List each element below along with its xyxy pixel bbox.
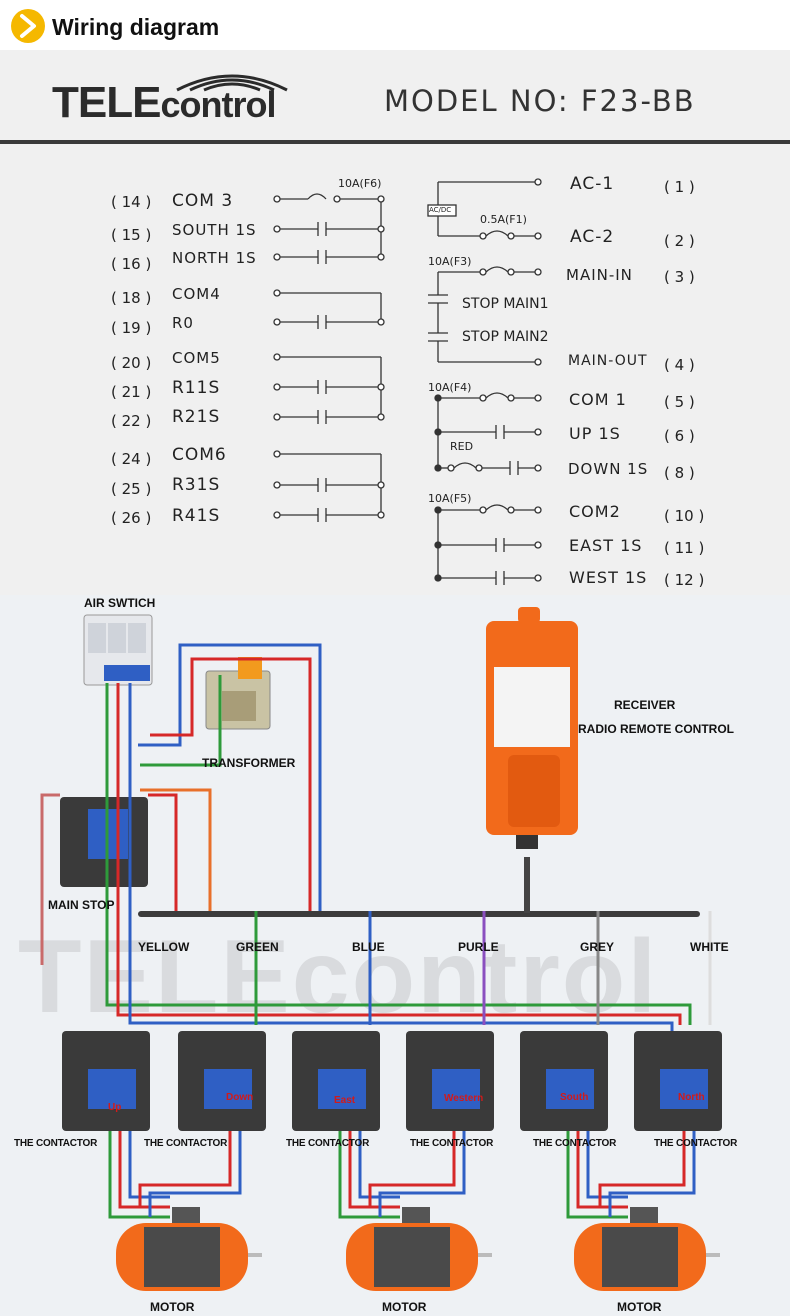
brand-arc-icon bbox=[176, 74, 288, 92]
brand-part1: TELE bbox=[52, 78, 161, 127]
terminal-num: ( 25 ) bbox=[111, 480, 152, 498]
brand-part2: control bbox=[160, 84, 276, 125]
terminal-label: R21S bbox=[172, 407, 221, 427]
arrow-bullet-icon bbox=[11, 9, 45, 43]
terminal-num: ( 15 ) bbox=[111, 226, 152, 244]
air-switch-label: AIR SWTICH bbox=[84, 596, 156, 610]
terminal-num: ( 10 ) bbox=[664, 507, 705, 525]
terminal-num: ( 5 ) bbox=[664, 393, 695, 411]
page-title: Wiring diagram bbox=[52, 14, 220, 40]
terminal-label: COM 1 bbox=[569, 390, 627, 409]
contactor-tag: South bbox=[560, 1092, 589, 1103]
wire-label-yellow: YELLOW bbox=[138, 940, 190, 954]
terminal-num: ( 24 ) bbox=[111, 450, 152, 468]
motor-label: MOTOR bbox=[382, 1300, 427, 1314]
terminal-label: COM5 bbox=[172, 349, 221, 367]
red-label: RED bbox=[450, 440, 474, 453]
main-stop-label: MAIN STOP bbox=[48, 898, 115, 912]
terminal-label: R0 bbox=[172, 314, 194, 332]
illustration-graphics bbox=[40, 607, 722, 1291]
receiver-icon bbox=[486, 607, 578, 849]
divider bbox=[0, 140, 790, 144]
terminal-num: ( 4 ) bbox=[664, 356, 695, 374]
terminal-num: ( 19 ) bbox=[111, 319, 152, 337]
terminal-label: AC-1 bbox=[570, 174, 615, 194]
contactor-icons bbox=[62, 1031, 722, 1131]
fuse-f3-label: 10A(F3) bbox=[428, 255, 472, 268]
motor-icons bbox=[116, 1207, 720, 1291]
model-value: F23-BB bbox=[580, 84, 696, 118]
air-switch-icon bbox=[83, 614, 153, 686]
terminal-label: R41S bbox=[172, 506, 221, 526]
terminal-num: ( 8 ) bbox=[664, 464, 695, 482]
terminal-label: SOUTH 1S bbox=[172, 221, 257, 239]
receiver-label: RECEIVER bbox=[614, 698, 676, 712]
terminal-label: COM 3 bbox=[172, 191, 234, 211]
terminal-label: DOWN 1S bbox=[568, 460, 649, 478]
fuse-f4-label: 10A(F4) bbox=[428, 381, 472, 394]
fuse-f1-label: 0.5A(F1) bbox=[480, 213, 527, 226]
contactor-tag: East bbox=[334, 1095, 356, 1106]
terminal-label: AC-2 bbox=[570, 227, 615, 247]
terminal-num: ( 26 ) bbox=[111, 509, 152, 527]
terminal-num: ( 16 ) bbox=[111, 255, 152, 273]
transformer-label: TRANSFORMER bbox=[202, 756, 296, 770]
terminal-num: ( 1 ) bbox=[664, 178, 695, 196]
terminal-num: ( 22 ) bbox=[111, 412, 152, 430]
contactor-label: THE CONTACTOR bbox=[654, 1138, 738, 1149]
terminal-num: ( 20 ) bbox=[111, 354, 152, 372]
acdc-label: AC/DC bbox=[429, 206, 452, 214]
contactor-label: THE CONTACTOR bbox=[410, 1138, 494, 1149]
terminal-num: ( 3 ) bbox=[664, 268, 695, 286]
terminal-num: ( 21 ) bbox=[111, 383, 152, 401]
terminal-num: ( 12 ) bbox=[664, 571, 705, 589]
terminal-label: R11S bbox=[172, 378, 221, 398]
terminal-label: MAIN-IN bbox=[566, 266, 633, 284]
model-number: MODEL NO: F23-BB bbox=[384, 84, 696, 118]
terminal-label: MAIN-OUT bbox=[568, 353, 648, 369]
radio-remote-label: RADIO REMOTE CONTROL bbox=[578, 722, 734, 736]
stop-main2-label: STOP MAIN2 bbox=[462, 329, 549, 345]
contactor-tag: Up bbox=[108, 1102, 122, 1113]
terminal-label: COM4 bbox=[172, 285, 221, 303]
terminal-num: ( 14 ) bbox=[111, 193, 152, 211]
terminal-label: WEST 1S bbox=[569, 568, 648, 587]
contactor-label: THE CONTACTOR bbox=[533, 1138, 617, 1149]
brand-logo: TELEcontrol bbox=[52, 78, 276, 128]
stop-main1-label: STOP MAIN1 bbox=[462, 296, 549, 312]
wire-label-blue: BLUE bbox=[352, 940, 385, 954]
contactor-tag: Down bbox=[226, 1092, 254, 1103]
terminal-label: NORTH 1S bbox=[172, 249, 257, 267]
contactor-tag: Western bbox=[444, 1093, 484, 1104]
terminal-label: EAST 1S bbox=[569, 536, 643, 555]
contactor-tag: North bbox=[678, 1092, 705, 1103]
motor-label: MOTOR bbox=[617, 1300, 662, 1314]
wire-label-grey: GREY bbox=[580, 940, 615, 954]
terminal-label: R31S bbox=[172, 475, 221, 495]
wire-label-white: WHITE bbox=[690, 940, 729, 954]
terminal-label: COM2 bbox=[569, 502, 621, 521]
terminal-num: ( 2 ) bbox=[664, 232, 695, 250]
contactor-label: THE CONTACTOR bbox=[286, 1138, 370, 1149]
terminal-num: ( 11 ) bbox=[664, 539, 705, 557]
terminal-label: UP 1S bbox=[569, 424, 621, 443]
header-bar: Wiring diagram bbox=[0, 0, 790, 50]
terminal-num: ( 18 ) bbox=[111, 289, 152, 307]
terminal-label: COM6 bbox=[172, 445, 227, 465]
terminal-num: ( 6 ) bbox=[664, 427, 695, 445]
transformer-icon bbox=[205, 657, 271, 730]
contactor-label: THE CONTACTOR bbox=[14, 1138, 98, 1149]
model-label: MODEL NO: bbox=[384, 84, 570, 118]
main-stop-contactor-icon bbox=[60, 797, 148, 887]
fuse-f5-label: 10A(F5) bbox=[428, 492, 472, 505]
wire-label-green: GREEN bbox=[236, 940, 279, 954]
motor-label: MOTOR bbox=[150, 1300, 195, 1314]
schematic-wiring bbox=[273, 178, 542, 585]
wire-label-purle: PURLE bbox=[458, 940, 499, 954]
contactor-label: THE CONTACTOR bbox=[144, 1138, 228, 1149]
fuse-f6-label: 10A(F6) bbox=[338, 177, 382, 190]
